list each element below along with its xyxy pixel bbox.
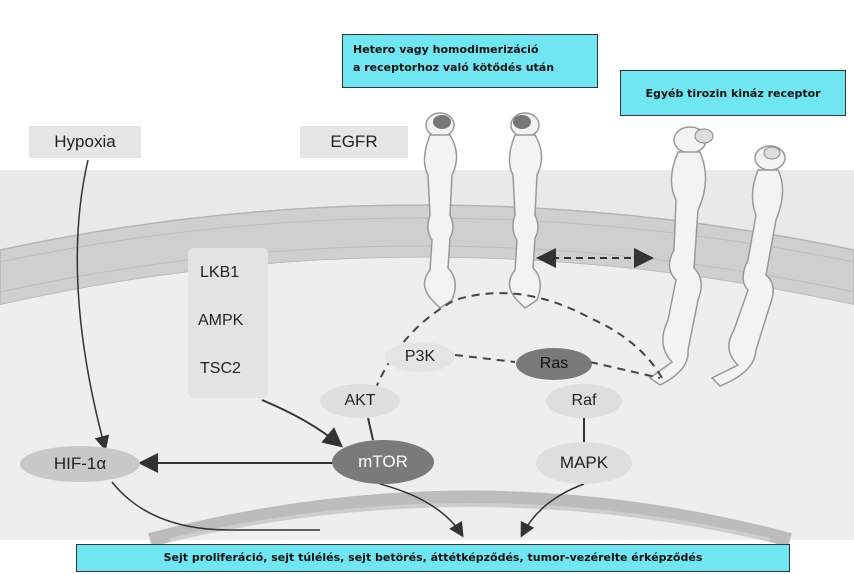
mtor-node: mTOR: [332, 440, 434, 484]
tsc2-label: TSC2: [200, 360, 241, 378]
mapk-node: MAPK: [536, 442, 632, 484]
lkb1-label: LKB1: [200, 264, 239, 282]
ligand-dot: [433, 115, 451, 129]
raf-node: Raf: [546, 384, 622, 418]
hif1a-node: HIF-1α: [20, 446, 140, 482]
ras-node: Ras: [516, 348, 592, 380]
ampk-label: AMPK: [198, 312, 243, 330]
other-receptor-callout: Egyéb tirozin kináz receptor: [620, 70, 846, 116]
akt-node: AKT: [320, 384, 400, 418]
outcome-callout: Sejt proliferáció, sejt túlélés, sejt be…: [76, 544, 790, 572]
egfr-label: EGFR: [300, 126, 408, 158]
ligand-dot: [513, 115, 531, 129]
hypoxia-label: Hypoxia: [29, 126, 141, 158]
lkb1-ampk-tsc2-group: LKB1 AMPK TSC2: [188, 248, 268, 398]
dimerization-callout: Hetero vagy homodimerizáció a receptorho…: [342, 34, 598, 88]
p3k-node: P3K: [385, 342, 455, 372]
